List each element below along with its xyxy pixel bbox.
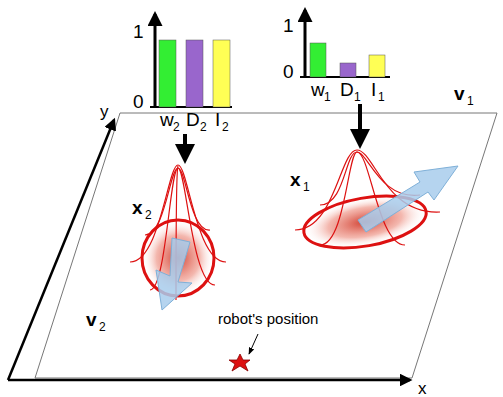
x-axis bbox=[8, 379, 410, 382]
axis-tick: 1 bbox=[133, 22, 144, 41]
leader-line bbox=[249, 334, 258, 354]
pointer-arrow bbox=[358, 104, 362, 145]
y-axis bbox=[8, 120, 114, 380]
bar bbox=[310, 43, 326, 77]
bar bbox=[213, 40, 230, 107]
annotation: robot's position bbox=[218, 311, 318, 326]
subscript: 2 bbox=[200, 121, 207, 133]
gaussian-1 bbox=[295, 150, 458, 256]
subscript: 2 bbox=[222, 121, 229, 133]
axis-label: x bbox=[418, 380, 427, 397]
subscript: 2 bbox=[99, 321, 106, 333]
velocity-label: v bbox=[86, 310, 97, 329]
subscript: 2 bbox=[173, 121, 180, 133]
subscript: 1 bbox=[378, 91, 385, 103]
bar bbox=[186, 40, 203, 107]
bar bbox=[159, 40, 176, 107]
bar-label: w bbox=[160, 110, 174, 129]
axis-tick: 0 bbox=[283, 62, 294, 81]
bar-label: I bbox=[215, 110, 220, 129]
gaussian-2 bbox=[130, 165, 226, 310]
subscript: 1 bbox=[467, 95, 474, 107]
chart-axis bbox=[304, 10, 307, 77]
subscript: 1 bbox=[324, 91, 331, 103]
bar bbox=[369, 55, 385, 77]
bar-label: D bbox=[186, 110, 200, 129]
bar-label: I bbox=[371, 80, 376, 99]
robot-marker bbox=[229, 354, 250, 371]
axis-tick: 0 bbox=[133, 92, 144, 111]
chart-axis bbox=[154, 14, 157, 107]
bar-label: D bbox=[340, 80, 354, 99]
subscript: 2 bbox=[145, 209, 152, 221]
subscript: 1 bbox=[354, 91, 361, 103]
mean-label: x bbox=[132, 198, 143, 217]
subscript: 1 bbox=[303, 181, 310, 193]
bar bbox=[340, 63, 356, 77]
bar-label: w bbox=[311, 80, 325, 99]
plane bbox=[35, 113, 497, 378]
axis-tick: 1 bbox=[283, 16, 294, 35]
velocity-label: v bbox=[454, 84, 465, 103]
axis-label: y bbox=[100, 103, 109, 120]
pointer-arrow bbox=[183, 134, 187, 160]
mean-label: x bbox=[290, 170, 301, 189]
